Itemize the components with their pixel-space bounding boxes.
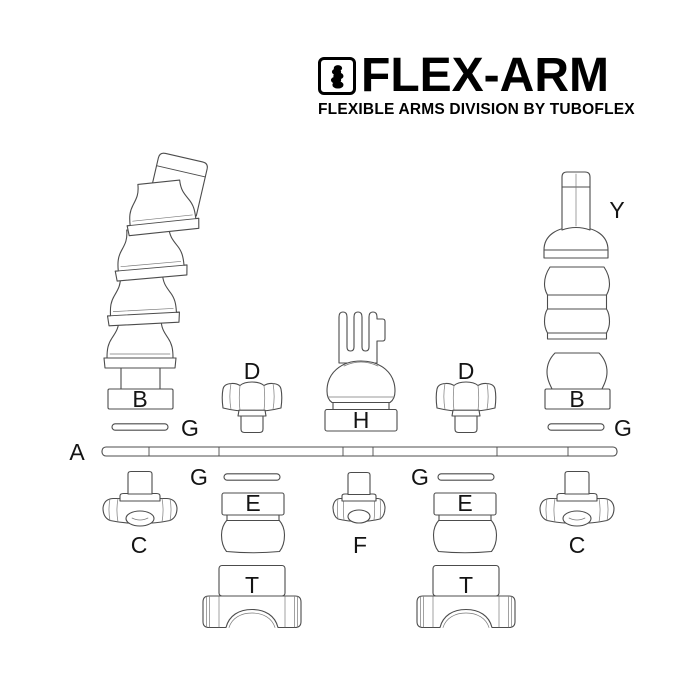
strip-g-upper-left: [111, 423, 169, 431]
label-d-left: D: [244, 358, 261, 384]
prongs: [338, 311, 386, 364]
knob-d-right: [435, 381, 497, 434]
base-b-right: [544, 388, 611, 410]
ball: [326, 360, 396, 404]
gooseneck-glyph: [330, 65, 344, 89]
label-d-right: D: [458, 358, 475, 384]
label-t-left: T: [245, 572, 259, 598]
label-h: H: [353, 407, 370, 433]
label-g-upper-right: G: [614, 415, 632, 441]
dome-base: [543, 226, 609, 259]
strip-g-upper-right: [547, 423, 605, 431]
knob-f-center: [332, 471, 386, 524]
label-g-lower-right: G: [411, 464, 429, 490]
mount-h: [324, 311, 398, 432]
flex-arm-left: [103, 151, 209, 391]
rail-a: [101, 446, 618, 457]
brand-title: FLEX-ARM: [361, 49, 609, 102]
mount-h-base: [324, 408, 398, 432]
label-b-left: B: [132, 386, 147, 412]
y-tube-assembly: [543, 171, 609, 259]
segment-right-lower: [546, 352, 608, 390]
flex-arm-logo-icon: [318, 57, 356, 96]
label-a: A: [69, 439, 85, 465]
base-b-left: [107, 388, 174, 410]
knob-d-left: [221, 381, 283, 434]
label-e-right: E: [457, 490, 472, 516]
brand-subtitle: FLEXIBLE ARMS DIVISION BY TUBOFLEX: [318, 100, 635, 118]
label-b-right: B: [569, 386, 584, 412]
knob-c-left: [102, 470, 178, 527]
label-f: F: [353, 532, 367, 558]
label-t-right: T: [459, 572, 473, 598]
segment-right-upper: [543, 266, 611, 340]
label-c-left: C: [131, 532, 148, 558]
strip-g-lower-right: [437, 473, 495, 481]
knob-c-right: [539, 470, 615, 527]
brand-logo: FLEX-ARM FLEXIBLE ARMS DIVISION BY TUBOF…: [318, 49, 648, 119]
label-y: Y: [609, 197, 624, 223]
strip-g-lower-left: [223, 473, 281, 481]
label-e-left: E: [245, 490, 260, 516]
label-c-right: C: [569, 532, 586, 558]
label-g-upper-left: G: [181, 415, 199, 441]
label-g-lower-left: G: [190, 464, 208, 490]
